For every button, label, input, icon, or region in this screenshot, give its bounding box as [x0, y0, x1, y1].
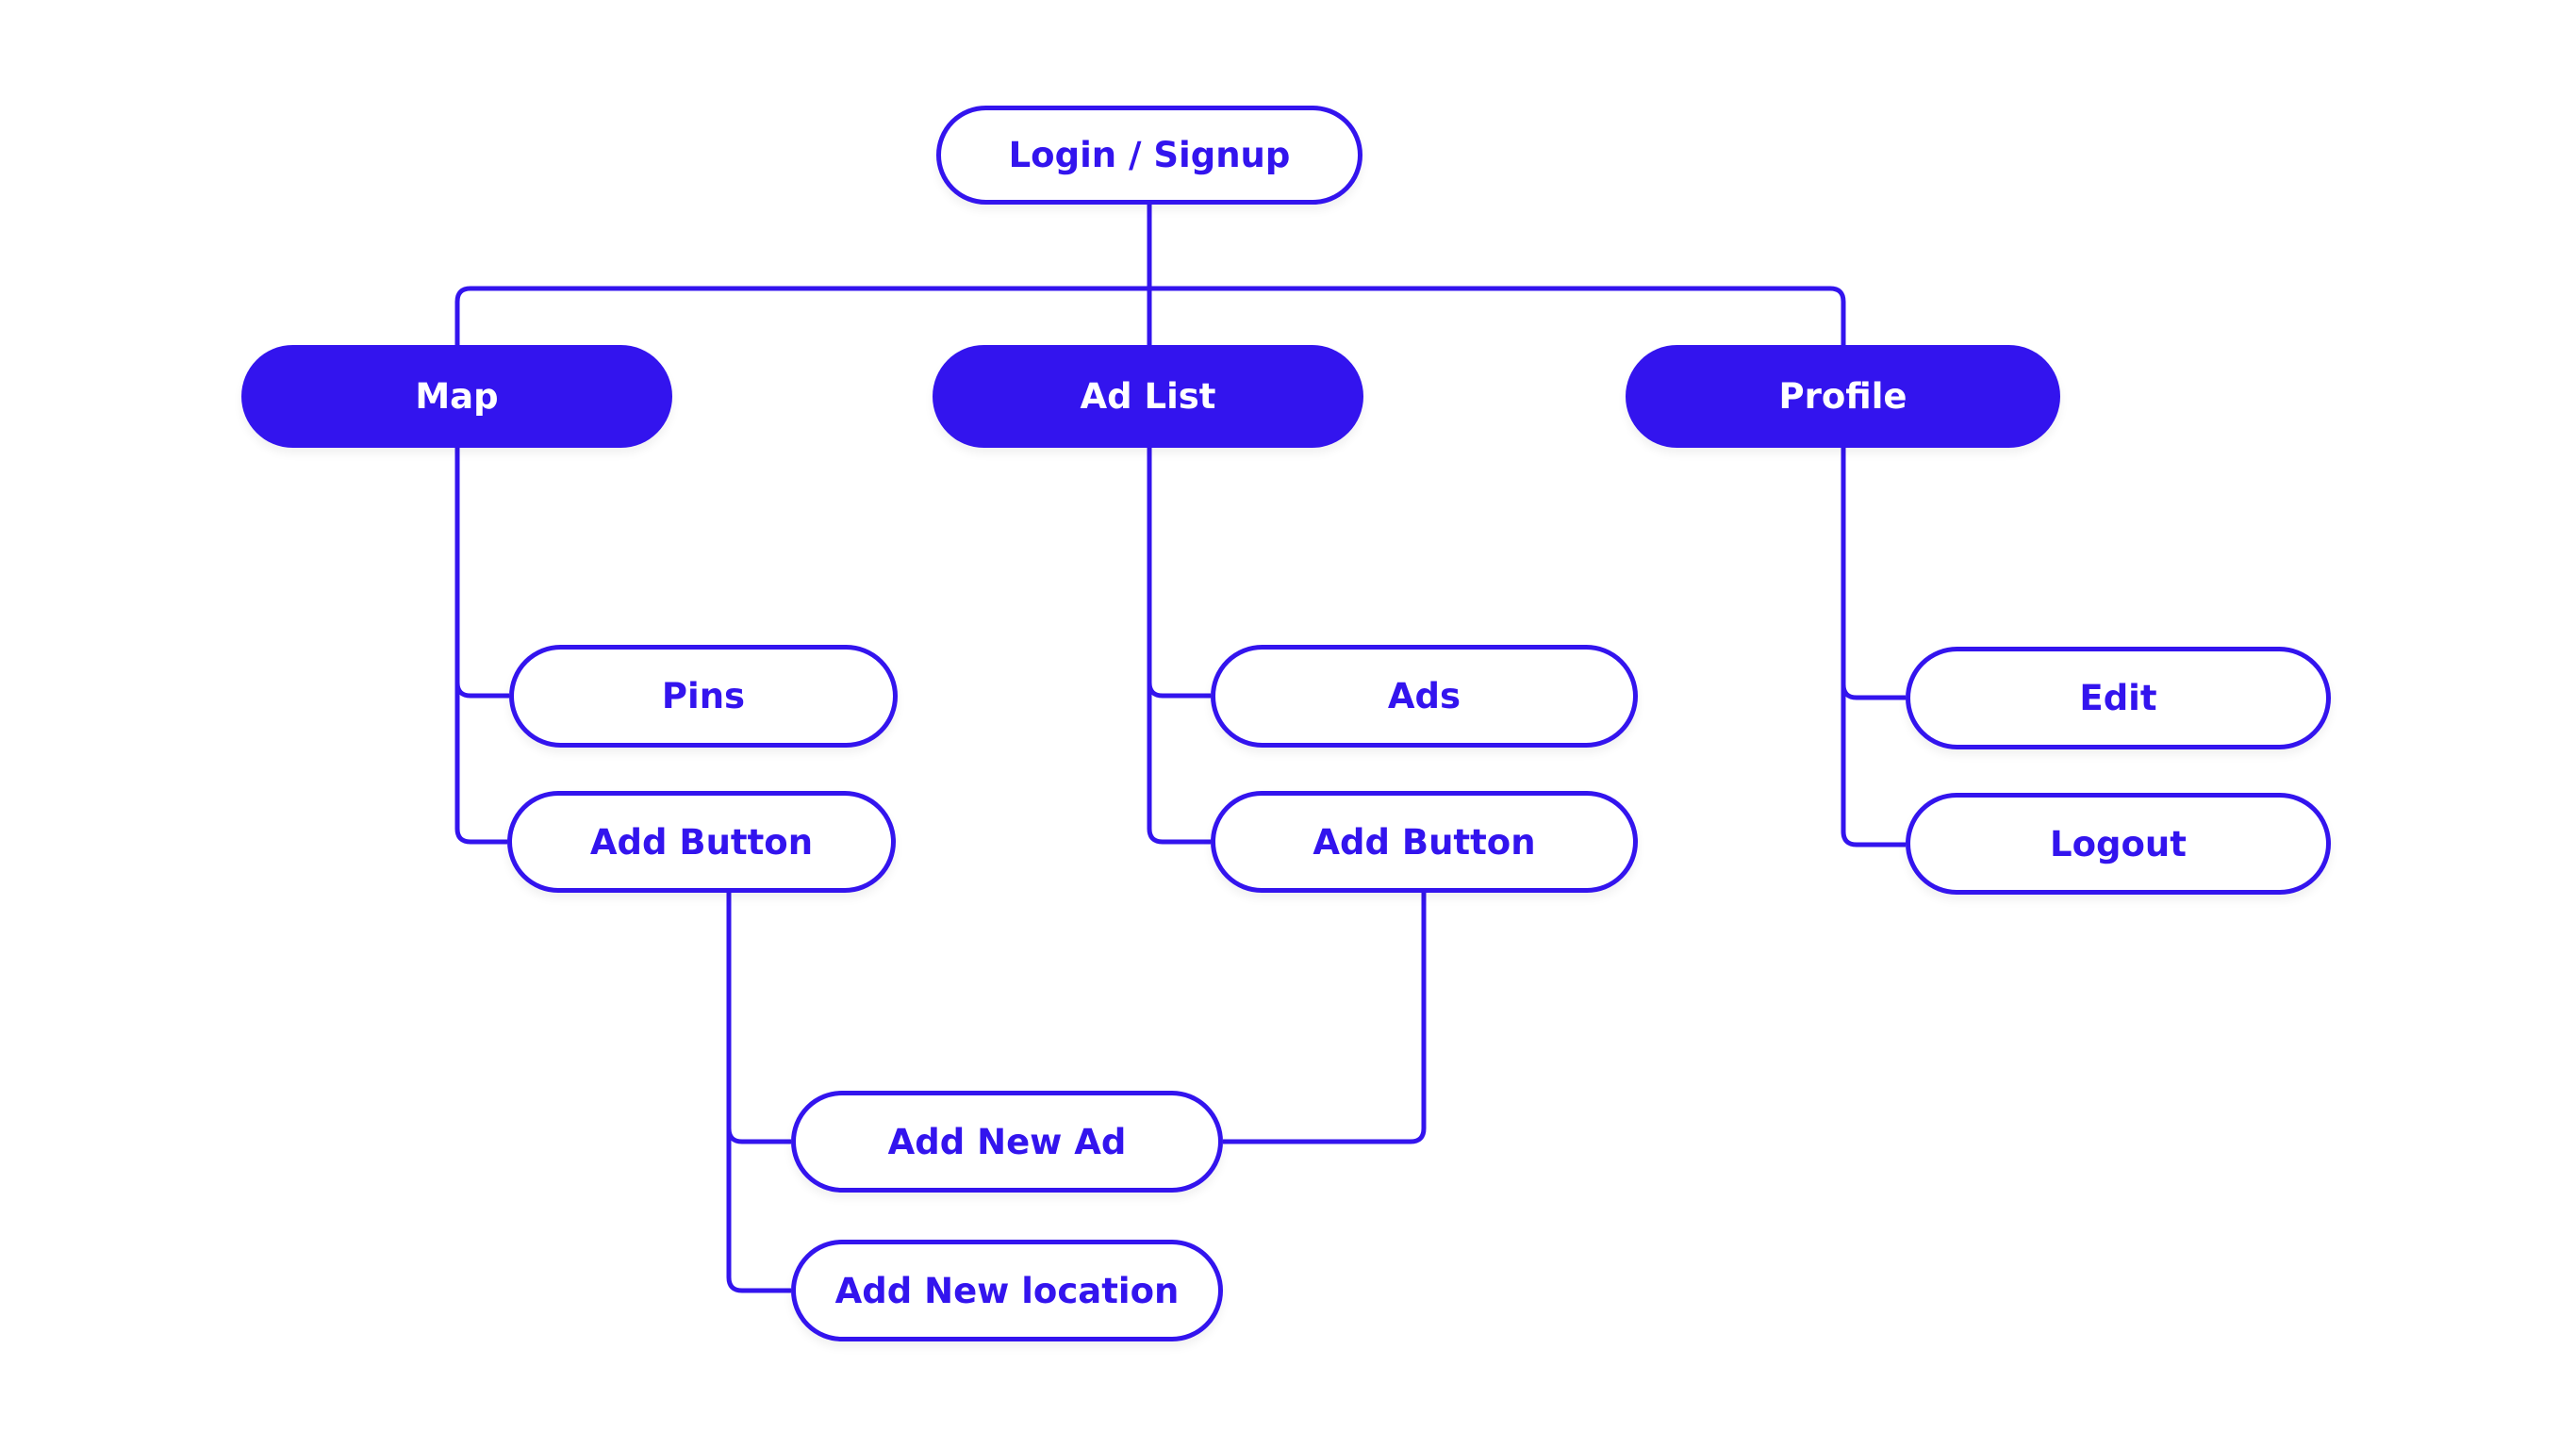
node-map[interactable]: Map — [241, 345, 672, 448]
node-edit[interactable]: Edit — [1906, 647, 2331, 749]
edge-profile-to-edit — [1841, 448, 1906, 700]
node-login-signup[interactable]: Login / Signup — [936, 106, 1362, 205]
node-ads[interactable]: Ads — [1211, 645, 1638, 748]
edge-adlist-to-ads — [1147, 448, 1211, 699]
node-adlist-add-button[interactable]: Add Button — [1211, 791, 1638, 893]
edge-map-to-pins — [454, 448, 509, 699]
node-ad-list[interactable]: Ad List — [933, 345, 1363, 448]
node-add-new-location[interactable]: Add New location — [791, 1240, 1223, 1341]
edge-top-bar — [454, 286, 1846, 345]
node-logout[interactable]: Logout — [1906, 793, 2331, 895]
edge-adlist-add-to-new-ad — [1223, 893, 1427, 1144]
node-add-new-ad[interactable]: Add New Ad — [791, 1091, 1223, 1193]
node-map-add-button[interactable]: Add Button — [507, 791, 896, 893]
node-profile[interactable]: Profile — [1626, 345, 2060, 448]
node-pins[interactable]: Pins — [509, 645, 898, 748]
edge-profile-to-logout — [1841, 684, 1906, 847]
edge-map-add-to-new-location — [726, 1128, 791, 1293]
edge-map-add-to-new-ad — [726, 893, 791, 1144]
edge-adlist-to-add-button — [1147, 683, 1211, 845]
edge-map-to-add-button — [454, 683, 507, 845]
